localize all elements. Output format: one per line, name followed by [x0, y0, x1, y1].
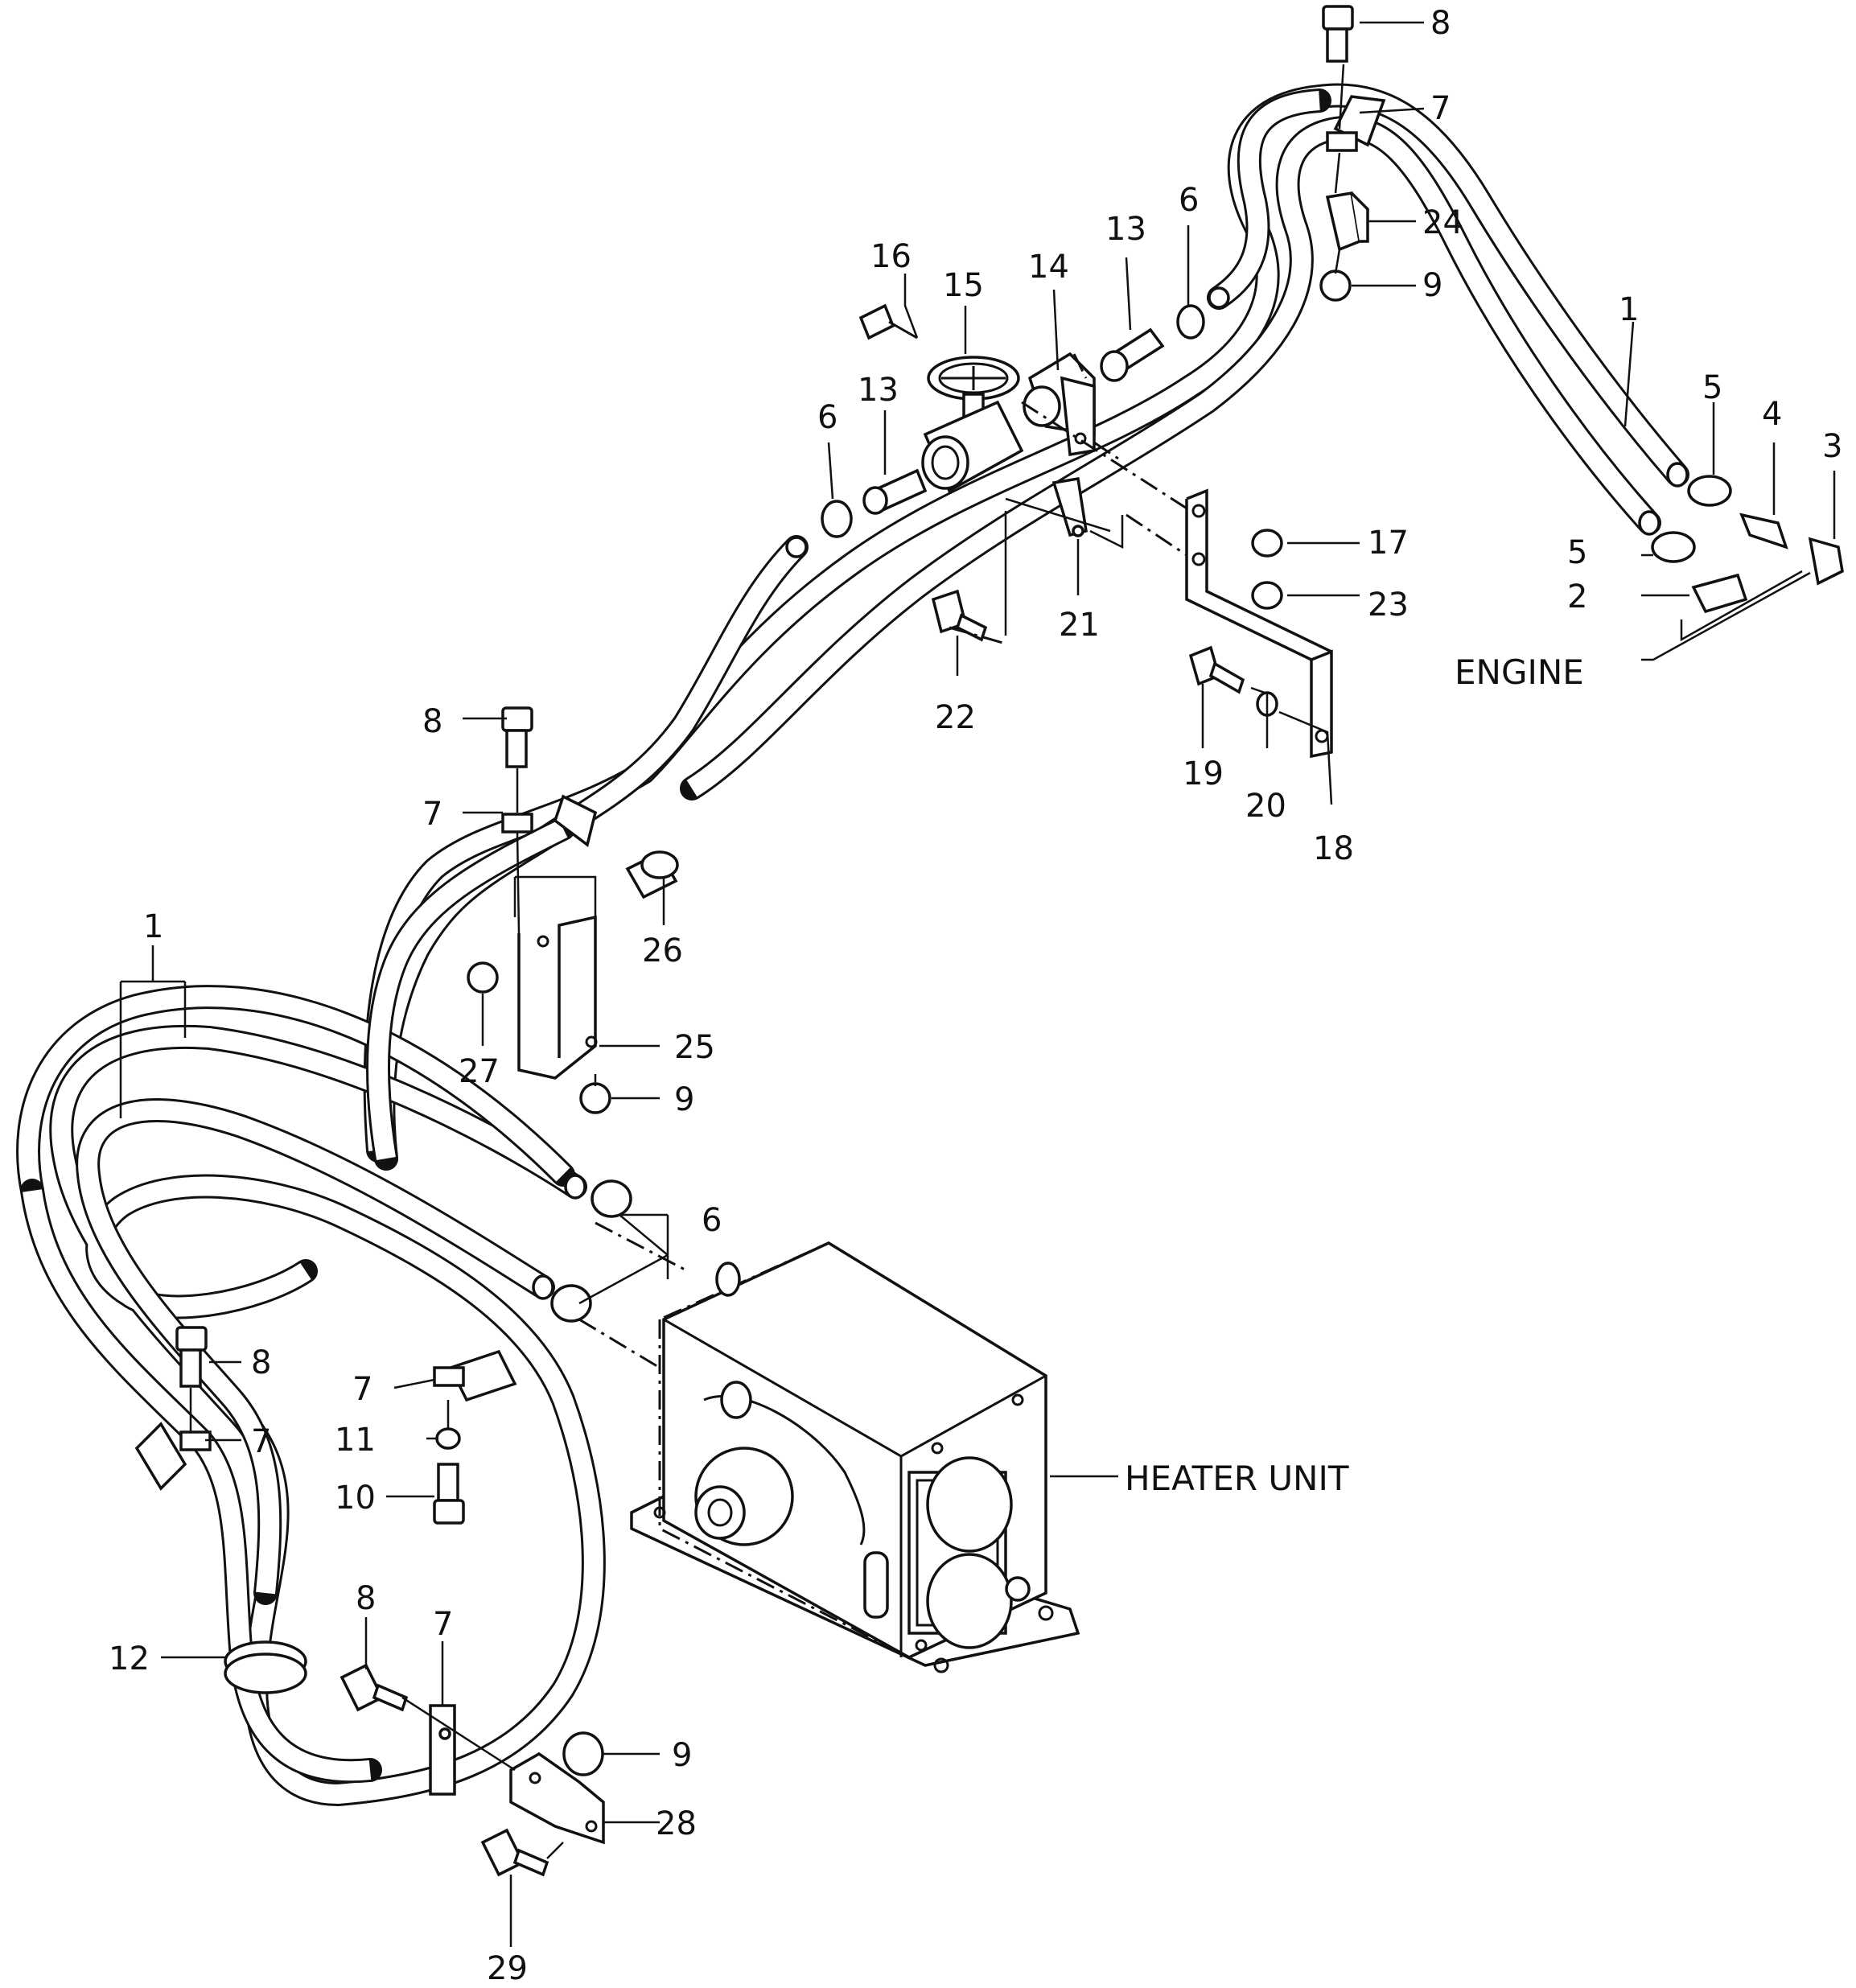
callout-14: 14 — [1028, 249, 1069, 286]
hose-clamp-6-lower — [821, 500, 853, 538]
callout-7-top: 7 — [1430, 90, 1451, 127]
hose-clamp-5-lower — [1651, 531, 1696, 563]
bracket-24 — [1325, 191, 1369, 252]
callout-7-mid: 7 — [422, 796, 442, 833]
callout-8-mid: 8 — [422, 703, 442, 740]
callout-24: 24 — [1422, 204, 1463, 241]
heater-hoses — [16, 83, 1689, 1807]
callout-7-bottom: 7 — [433, 1606, 453, 1643]
hose-clamp-6-heater-upper — [591, 1179, 632, 1218]
callout-28: 28 — [656, 1805, 697, 1842]
bracket-25 — [517, 915, 598, 1080]
callout-numbers: 8 7 24 9 1 5 4 3 5 2 ENGINE 16 15 14 13 … — [109, 5, 1842, 1987]
callout-5-lower: 5 — [1567, 534, 1587, 571]
callout-10: 10 — [335, 1480, 376, 1517]
callout-8-bottom: 8 — [356, 1580, 376, 1617]
hose-clamp-7-mid — [501, 794, 598, 847]
heater-unit — [630, 1241, 1080, 1673]
nut-9-bottom — [562, 1731, 604, 1776]
callout-22: 22 — [935, 699, 976, 736]
fitting-2 — [1691, 573, 1748, 614]
callout-8-left: 8 — [251, 1344, 271, 1381]
callout-7-left: 7 — [251, 1423, 271, 1460]
washer-11 — [435, 1427, 461, 1450]
hose-clamp-7-center — [433, 1349, 517, 1402]
nut-23 — [1251, 581, 1283, 610]
valve-handle-15 — [927, 356, 1020, 420]
grommet-12 — [224, 1640, 307, 1694]
hose-ends — [532, 286, 1689, 1300]
bolt-29 — [480, 1828, 549, 1877]
callout-6-upper: 6 — [1179, 182, 1199, 219]
callout-7-center: 7 — [352, 1371, 372, 1408]
callout-8-top: 8 — [1430, 5, 1451, 42]
callout-9-mid: 9 — [674, 1081, 694, 1118]
callout-23: 23 — [1368, 587, 1409, 624]
callout-3: 3 — [1822, 428, 1842, 465]
callout-16: 16 — [870, 238, 912, 275]
screw-16 — [858, 303, 918, 340]
valve-bracket-14 — [1023, 352, 1096, 457]
nut-27 — [467, 961, 499, 994]
callout-6-heater: 6 — [702, 1202, 722, 1239]
fitting-13-upper — [1100, 327, 1165, 382]
callout-27: 27 — [459, 1053, 500, 1090]
nut-9-top — [1319, 270, 1352, 302]
hose-clamp-5-upper — [1687, 475, 1732, 507]
hose-clamp-6-heater-lower — [550, 1284, 592, 1323]
fitting-4 — [1739, 512, 1788, 549]
assembly-lines — [189, 64, 1811, 1859]
callout-5-upper: 5 — [1702, 369, 1722, 406]
fitting-13-lower — [862, 468, 928, 515]
bolt-8-left — [175, 1326, 208, 1388]
callout-13-lower: 13 — [858, 372, 899, 409]
callout-25: 25 — [674, 1029, 715, 1066]
callout-18: 18 — [1313, 830, 1354, 867]
callout-1-top: 1 — [1619, 291, 1639, 328]
callout-20: 20 — [1245, 788, 1286, 825]
hose-clamp-7-bottom — [429, 1704, 456, 1796]
callout-17: 17 — [1368, 525, 1409, 562]
bracket-18 — [1185, 488, 1333, 759]
callout-26: 26 — [642, 932, 683, 969]
valve-body — [921, 400, 1024, 493]
heater-unit-label: HEATER UNIT — [1125, 1459, 1349, 1498]
bolt-22 — [931, 589, 988, 642]
callout-9-bottom: 9 — [672, 1737, 692, 1774]
bolt-26 — [625, 850, 679, 899]
nut-9-mid — [579, 1082, 611, 1114]
bolt-8-top — [1322, 5, 1354, 63]
bolt-19 — [1188, 645, 1245, 694]
hose-clamp-7-left — [134, 1422, 212, 1491]
fitting-3 — [1808, 537, 1844, 586]
callout-2: 2 — [1567, 578, 1587, 615]
callout-15: 15 — [943, 267, 984, 304]
bolt-8-mid — [501, 706, 533, 768]
callout-11: 11 — [335, 1422, 376, 1459]
callout-1-left: 1 — [143, 908, 163, 945]
bolt-8-bottom — [340, 1663, 409, 1712]
bolt-10 — [433, 1463, 465, 1525]
nut-17 — [1251, 529, 1283, 558]
callout-19: 19 — [1183, 755, 1224, 792]
leader-lines — [119, 21, 1836, 1947]
hose-clamp-6-upper — [1176, 304, 1205, 340]
hose-clamp-7-top — [1326, 95, 1386, 152]
callout-9-top: 9 — [1422, 267, 1442, 304]
callout-4: 4 — [1762, 396, 1782, 433]
callout-6-mid: 6 — [817, 399, 837, 436]
engine-label: ENGINE — [1455, 652, 1584, 692]
callout-13-upper: 13 — [1105, 211, 1146, 248]
callout-12: 12 — [109, 1640, 150, 1677]
callout-21: 21 — [1059, 607, 1100, 644]
callout-29: 29 — [487, 1950, 528, 1987]
